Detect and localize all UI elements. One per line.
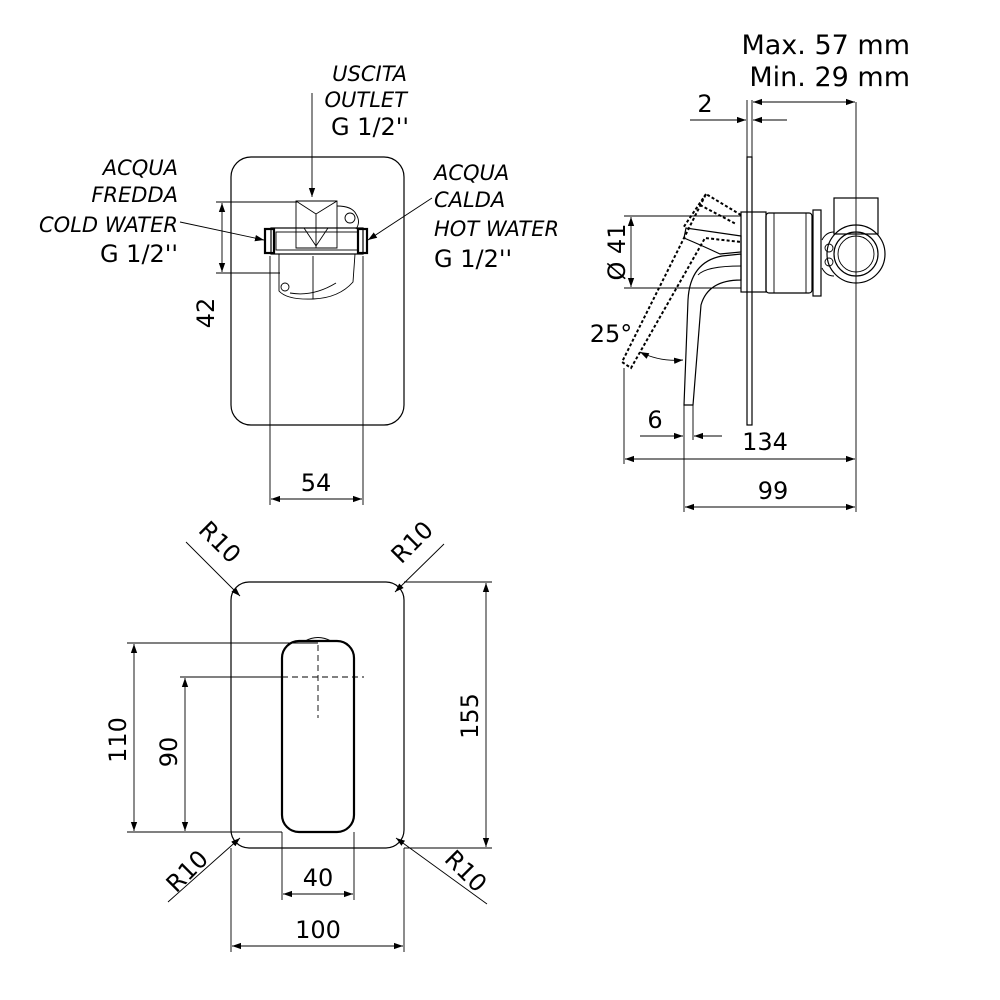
radius-top-left: R10	[193, 516, 246, 569]
dim-2: 2	[697, 90, 712, 118]
dim-42: 42	[192, 298, 220, 329]
dim-134: 134	[742, 428, 788, 456]
plate-outline	[230, 581, 405, 849]
hot-water-label-it2: CALDA	[434, 188, 505, 212]
dim-155: 155	[456, 693, 484, 739]
hot-water-size: G 1/2''	[434, 245, 512, 273]
plate-view: R10 R10 R10 R10 155 110 90 40 100	[104, 516, 492, 952]
dim-110: 110	[104, 717, 132, 763]
dim-54: 54	[301, 469, 332, 497]
dim-40: 40	[303, 864, 334, 892]
outlet-label-it: USCITA	[332, 62, 407, 86]
hot-water-label-it: ACQUA	[432, 161, 509, 185]
outlet-size: G 1/2''	[331, 113, 409, 141]
side-view: Max. 57 mm Min. 29 mm 2	[590, 30, 910, 512]
radius-bottom-right: R10	[439, 845, 492, 898]
cold-water-label-it: ACQUA	[101, 156, 178, 180]
depth-max-label: Max. 57 mm	[741, 30, 910, 61]
dim-99: 99	[758, 477, 789, 505]
dim-6: 6	[647, 406, 662, 434]
dim-diameter-41: Ø 41	[603, 223, 631, 280]
side-wall-plate	[746, 156, 753, 426]
dim-90: 90	[155, 737, 183, 768]
front-plate-outline	[230, 156, 405, 426]
depth-min-label: Min. 29 mm	[749, 62, 910, 93]
dim-angle-25: 25°	[590, 320, 633, 348]
radius-top-right: R10	[386, 516, 439, 569]
handle-outline	[280, 639, 356, 834]
valve-body	[263, 200, 369, 300]
hot-water-label-en: HOT WATER	[434, 217, 559, 241]
cold-water-label-en: COLD WATER	[39, 213, 178, 237]
cold-water-label-it2: FREDDA	[91, 183, 178, 207]
radius-bottom-left: R10	[161, 845, 214, 898]
front-view: USCITA OUTLET G 1/2'' ACQUA FREDDA COLD …	[39, 62, 559, 505]
cold-water-size: G 1/2''	[100, 240, 178, 268]
dim-100: 100	[295, 916, 341, 944]
outlet-label-en: OUTLET	[324, 88, 409, 112]
